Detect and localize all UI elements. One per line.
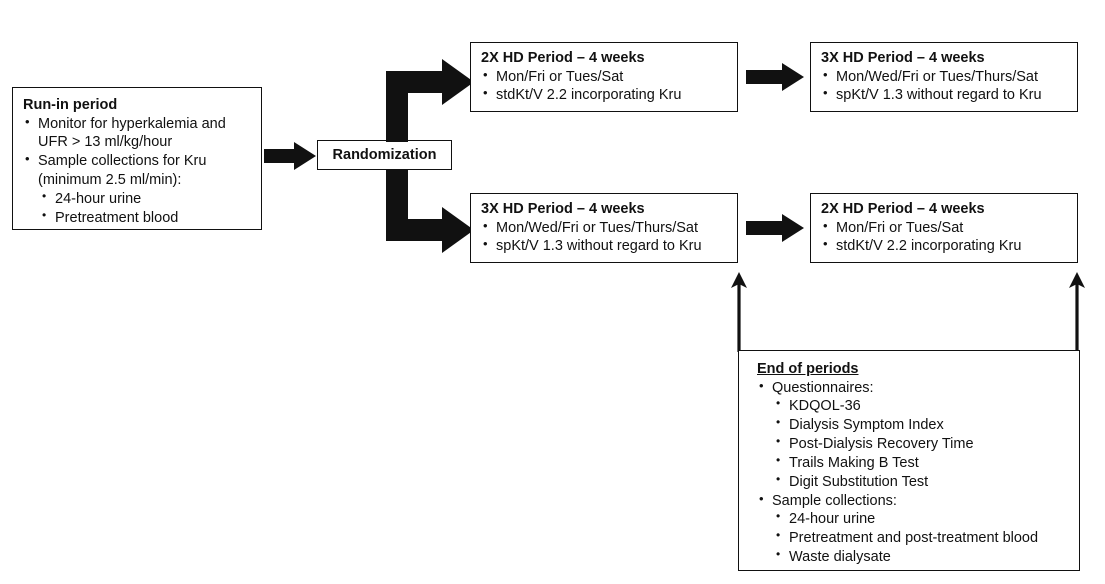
list-item: Trails Making B Test [772,453,1071,473]
elbow-arrow-up-right-icon [386,59,474,142]
list-item: 24-hour urine [772,509,1071,529]
list-item: KDQOL-36 [772,396,1071,416]
list-item: Post-Dialysis Recovery Time [772,434,1071,454]
list-item: stdKt/V 2.2 incorporating Kru [481,85,729,105]
list-item: stdKt/V 2.2 incorporating Kru [821,236,1069,256]
list-item: Sample collections: 24-hour urine Pretre… [757,491,1071,567]
randomization-label: Randomization [332,147,437,163]
box-end-of-periods: End of periods Questionnaires: KDQOL-36 … [738,350,1080,571]
list-item: Sample collections for Kru (minimum 2.5 … [23,151,253,228]
period-bottom-right-heading: 2X HD Period – 4 weeks [821,201,985,217]
list-item: Monitor for hyperkalemia and UFR > 13 ml… [23,114,253,153]
list-item: Pretreatment and post-treatment blood [772,528,1071,548]
list-item: Mon/Fri or Tues/Sat [481,67,729,87]
block-arrow-right-icon [746,63,804,91]
questionnaires-sublist: KDQOL-36 Dialysis Symptom Index Post-Dia… [772,396,1071,492]
list-item: Mon/Wed/Fri or Tues/Thurs/Sat [481,218,729,238]
period-top-left-list: Mon/Fri or Tues/Sat stdKt/V 2.2 incorpor… [481,67,729,106]
list-item: Questionnaires: KDQOL-36 Dialysis Sympto… [757,378,1071,492]
box-period-top-left: 2X HD Period – 4 weeks Mon/Fri or Tues/S… [470,42,738,112]
end-of-periods-list: Questionnaires: KDQOL-36 Dialysis Sympto… [757,378,1071,567]
box-run-in-period: Run-in period Monitor for hyperkalemia a… [12,87,262,230]
list-item: spKt/V 1.3 without regard to Kru [821,85,1069,105]
end-of-periods-heading: End of periods [757,361,859,377]
box-period-bottom-right: 2X HD Period – 4 weeks Mon/Fri or Tues/S… [810,193,1078,263]
elbow-arrow-down-right-icon [386,170,474,253]
thin-arrow-up-icon [1069,272,1085,352]
period-bottom-right-list: Mon/Fri or Tues/Sat stdKt/V 2.2 incorpor… [821,218,1069,257]
list-item: 24-hour urine [38,189,253,209]
list-item: Mon/Fri or Tues/Sat [821,218,1069,238]
period-top-right-list: Mon/Wed/Fri or Tues/Thurs/Sat spKt/V 1.3… [821,67,1069,106]
sample-collections-sublist: 24-hour urine Pretreatment and post-trea… [772,509,1071,567]
run-in-heading: Run-in period [23,97,118,113]
list-item: Mon/Wed/Fri or Tues/Thurs/Sat [821,67,1069,87]
list-item: Digit Substitution Test [772,472,1071,492]
period-top-right-heading: 3X HD Period – 4 weeks [821,50,985,66]
thin-arrow-up-icon [731,272,747,352]
run-in-sublist: 24-hour urine Pretreatment blood [38,189,253,228]
period-top-left-heading: 2X HD Period – 4 weeks [481,50,645,66]
list-item: Dialysis Symptom Index [772,415,1071,435]
period-bottom-left-list: Mon/Wed/Fri or Tues/Thurs/Sat spKt/V 1.3… [481,218,729,257]
box-period-top-right: 3X HD Period – 4 weeks Mon/Wed/Fri or Tu… [810,42,1078,112]
list-item: spKt/V 1.3 without regard to Kru [481,236,729,256]
period-bottom-left-heading: 3X HD Period – 4 weeks [481,201,645,217]
list-item: Waste dialysate [772,547,1071,567]
box-period-bottom-left: 3X HD Period – 4 weeks Mon/Wed/Fri or Tu… [470,193,738,263]
block-arrow-right-icon [746,214,804,242]
run-in-list: Monitor for hyperkalemia and UFR > 13 ml… [23,114,253,228]
list-item: Pretreatment blood [38,208,253,228]
block-arrow-right-icon [264,142,316,170]
box-randomization: Randomization [317,140,452,170]
